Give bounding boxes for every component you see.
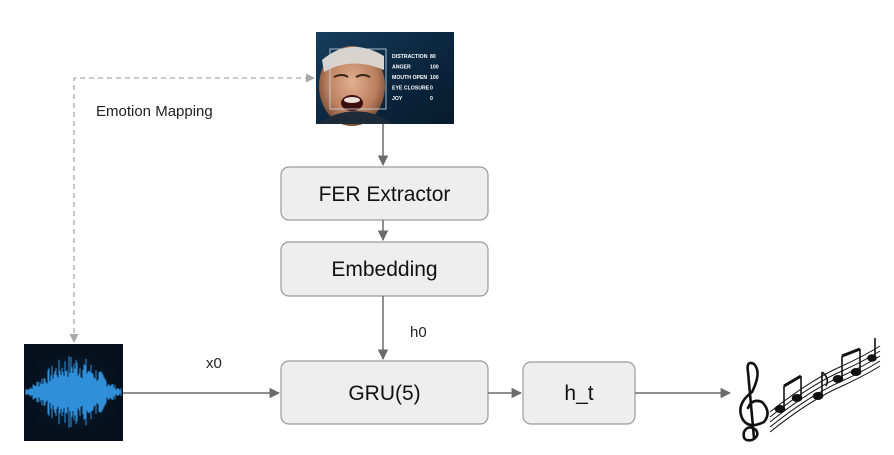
panel-row-value: 0 <box>430 86 433 92</box>
panel-row-label: JOY <box>392 96 403 102</box>
gru-label: GRU(5) <box>348 382 420 405</box>
embedding-node: Embedding <box>280 241 489 297</box>
panel-row-value: 80 <box>430 54 436 60</box>
audio-waveform-image <box>24 344 123 441</box>
panel-row-value: 100 <box>430 65 439 71</box>
panel-row-label: EYE CLOSURE <box>392 86 430 92</box>
panel-row-value: 100 <box>430 75 439 81</box>
panel-row-value: 0 <box>430 96 433 102</box>
embedding-label: Embedding <box>331 258 437 281</box>
emotion-mapping-edge <box>69 73 315 343</box>
ht-label: h_t <box>564 382 593 405</box>
panel-row-label: ANGER <box>392 65 411 71</box>
x0-label: x0 <box>206 355 222 372</box>
music-notes-icon <box>739 338 881 442</box>
fer-extractor-label: FER Extractor <box>319 183 451 206</box>
ht-node: h_t <box>522 361 636 425</box>
emotion-mapping-label: Emotion Mapping <box>96 103 213 120</box>
panel-row-label: DISTRACTION <box>392 54 428 60</box>
panel-row-label: MOUTH OPEN <box>392 75 427 81</box>
gru-node: GRU(5) <box>280 360 489 425</box>
h0-label: h0 <box>410 324 427 341</box>
fer-extractor-node: FER Extractor <box>280 166 489 221</box>
